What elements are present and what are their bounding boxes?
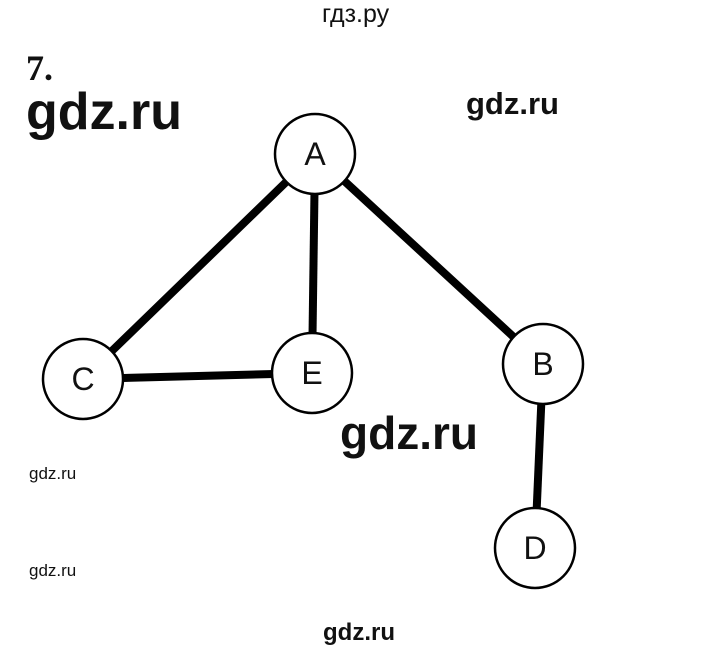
node-circle-d <box>493 506 577 590</box>
node-label-e: E <box>301 355 322 391</box>
node-circle-e <box>270 331 354 415</box>
edge-a-c <box>80 151 318 382</box>
node-c: C <box>41 337 125 421</box>
watermark-middle: gdz.ru <box>340 407 478 459</box>
node-label-b: B <box>532 346 553 382</box>
node-e: E <box>270 331 354 415</box>
edge-a-b <box>312 151 546 367</box>
watermark-big-left: gdz.ru <box>26 83 182 141</box>
node-circle-c <box>41 337 125 421</box>
node-label-a: A <box>304 136 326 172</box>
problem-number: 7. <box>26 48 53 88</box>
watermark-right: gdz.ru <box>466 86 559 121</box>
node-circle-a <box>273 112 357 196</box>
watermark-small-1: gdz.ru <box>29 464 77 483</box>
watermark-bottom: gdz.ru <box>323 619 395 646</box>
node-label-d: D <box>523 530 546 566</box>
watermark-top: гдз.ру <box>322 0 390 28</box>
node-circle-b <box>501 322 585 406</box>
node-d: D <box>493 506 577 590</box>
graph-nodes: A C E B D <box>41 112 585 590</box>
node-b: B <box>501 322 585 406</box>
node-a: A <box>273 112 357 196</box>
watermark-small-2: gdz.ru <box>29 561 77 580</box>
node-label-c: C <box>71 361 94 397</box>
